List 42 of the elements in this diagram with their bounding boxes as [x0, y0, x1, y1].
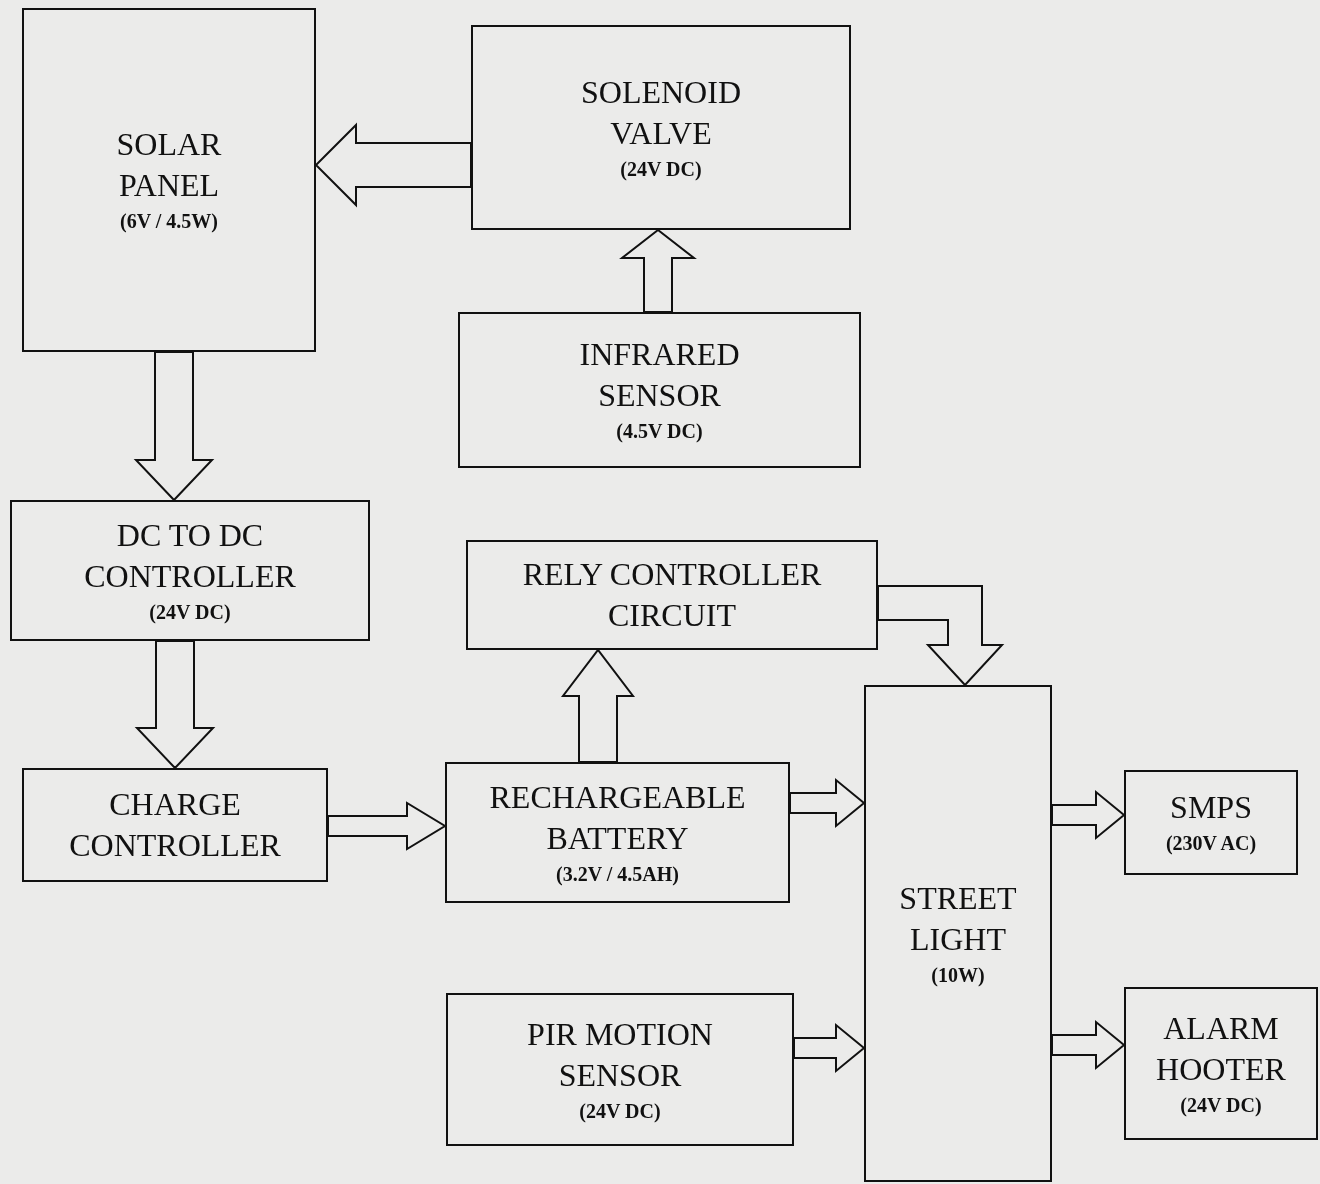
block-label: RECHARGEABLE BATTERY [488, 777, 747, 858]
block-arrow [877, 585, 1005, 687]
block-label: SOLAR PANEL [115, 125, 223, 205]
block-box [22, 768, 328, 882]
rating-label: (230V AC) [1165, 831, 1257, 857]
rating-label: (6V / 4.5W) [120, 209, 218, 235]
block-box [445, 762, 790, 903]
block-label: SMPS [1170, 788, 1252, 827]
block-arrow [619, 228, 697, 313]
block-arrow [314, 122, 472, 208]
block-box [446, 993, 794, 1146]
block-box [1124, 770, 1298, 875]
block-arrow [134, 640, 216, 770]
rating-label: (24V DC) [579, 1098, 661, 1124]
rating-label: (4.5V DC) [616, 419, 703, 444]
block-arrow [1051, 1019, 1126, 1071]
block-box [466, 540, 878, 650]
rating-label: (3.2V / 4.5AH) [556, 861, 679, 888]
block-arrow [793, 1022, 866, 1074]
block-arrow [1051, 789, 1126, 841]
block-label: ALARM HOOTER [1155, 1008, 1287, 1089]
block-box [10, 500, 370, 641]
rating-label: (24V DC) [1180, 1092, 1262, 1118]
block-label: SOLENOID VALVE [580, 72, 742, 153]
block-box [864, 685, 1052, 1182]
block-box [471, 25, 851, 230]
block-label: STREET LIGHT [898, 878, 1018, 959]
rating-label: (24V DC) [620, 156, 702, 182]
block-box [458, 312, 861, 468]
block-arrow [327, 801, 447, 851]
block-label: PIR MOTION SENSOR [526, 1014, 714, 1095]
rating-label: (24V DC) [149, 599, 231, 625]
rating-label: (10W) [931, 962, 985, 988]
block-label: DC TO DC CONTROLLER [83, 515, 297, 596]
block-label: CHARGE CONTROLLER [68, 785, 282, 865]
block-arrow [789, 777, 866, 829]
block-label: INFRARED SENSOR [578, 335, 741, 415]
block-box [1124, 987, 1318, 1140]
block-arrow [561, 648, 635, 763]
block-label: RELY CONTROLLER CIRCUIT [521, 555, 823, 635]
block-arrow [133, 351, 215, 502]
block-box [22, 8, 316, 352]
